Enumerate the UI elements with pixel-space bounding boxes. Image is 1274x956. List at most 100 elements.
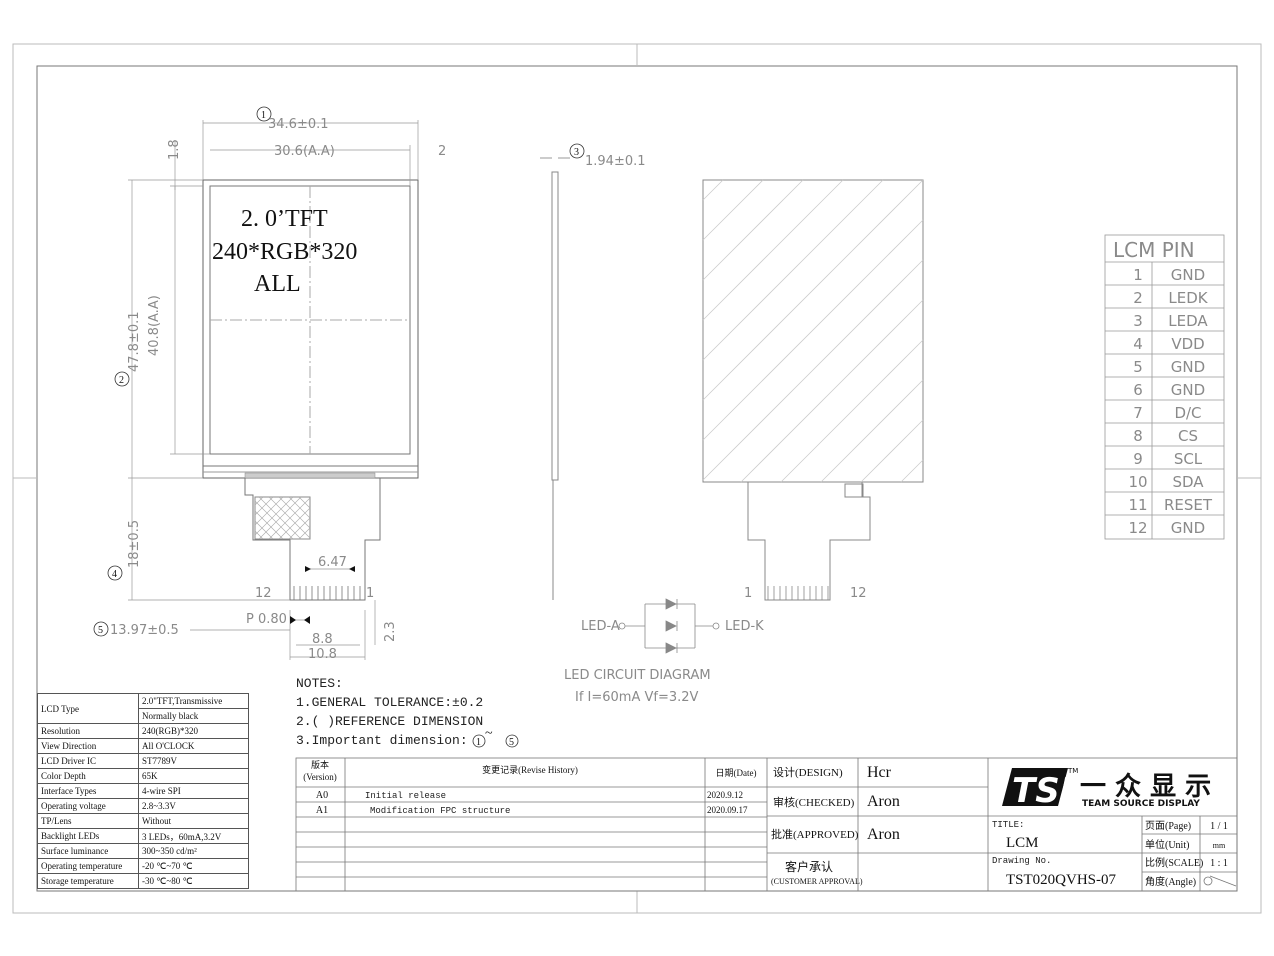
marker-2-label: 2 [119, 375, 124, 386]
pin-table-grid [1104, 234, 1225, 540]
pin-no: 11 [1128, 496, 1147, 514]
pin-name: VDD [1171, 335, 1204, 353]
back-outline [702, 179, 924, 483]
panel-size-label: 2. 0’TFT [241, 206, 328, 232]
drawing-no-value: TST020QVHS-07 [1006, 872, 1117, 888]
rev-row-date: 2020.09.17 [707, 805, 748, 815]
front-dim-lines [128, 120, 419, 660]
fpc-fingers [293, 586, 361, 600]
notes-mark-b: 5 [509, 737, 514, 748]
rev-row-ver: A0 [316, 790, 328, 801]
approved-name: Aron [867, 826, 900, 843]
pin-name: D/C [1174, 404, 1201, 422]
dim-aa-height: 40.8(A.A) [147, 295, 162, 356]
marker-1-label: 1 [261, 110, 266, 121]
spec-key: Resolution [37, 723, 139, 739]
dim-6-47: 6.47 [318, 555, 347, 570]
scale-value: 1 : 1 [1210, 858, 1228, 869]
marker-3-label: 3 [574, 147, 579, 158]
side-profile [551, 171, 559, 481]
notes-line-1: 1.GENERAL TOLERANCE:±0.2 [296, 695, 483, 710]
back-fpc [747, 482, 871, 601]
dim-2-3: 2.3 [383, 621, 398, 642]
pin-name: LEDA [1168, 312, 1208, 330]
drawing-no-label: Drawing No. [992, 856, 1051, 866]
notes-mark-a: 1 [476, 737, 481, 748]
notes-line-2: 2.( )REFERENCE DIMENSION [296, 714, 483, 729]
spec-key: LCD Driver IC [37, 753, 139, 769]
fpc-stiffener [254, 496, 311, 540]
spec-value: 2.8~3.3V [138, 798, 249, 814]
front-dim-arrows [290, 566, 355, 624]
marker-4-label: 4 [112, 569, 117, 580]
spec-value: -30 ℃~80 ℃ [138, 873, 249, 889]
marker-5-label: 5 [98, 625, 103, 636]
notes-tilde: ~ [485, 726, 493, 741]
back-fpc-tab [844, 483, 864, 498]
spec-key: Surface luminance [37, 843, 139, 859]
spec-value: 300~350 cd/m² [138, 843, 249, 859]
approved-label: 批准(APPROVED) [771, 827, 859, 841]
rev-col-version-cn: 版本 [311, 759, 329, 770]
pin-name: SDA [1172, 473, 1204, 491]
dim-fpc-length: 18±0.5 [127, 520, 142, 568]
back-hatch [702, 179, 924, 483]
back-fpc-fingers [767, 586, 829, 600]
panel-resolution-label: 240*RGB*320 [212, 239, 357, 265]
dim-10-8: 10.8 [308, 647, 337, 662]
pin-no: 6 [1133, 381, 1143, 399]
fpc-crosshatch [254, 496, 311, 540]
dim-width: 34.6±0.1 [268, 117, 329, 132]
back-pin-label-12: 12 [850, 586, 867, 601]
pin-name: GND [1171, 381, 1205, 399]
spec-key: Operating temperature [37, 858, 139, 874]
pin-name: GND [1171, 266, 1205, 284]
pin-no: 5 [1133, 358, 1143, 376]
pin-no: 7 [1133, 404, 1143, 422]
spec-value: Without [138, 813, 249, 829]
pin-label-12: 12 [255, 586, 272, 601]
rev-col-history: 变更记录(Revise History) [482, 764, 578, 775]
notes-title: NOTES: [296, 676, 343, 691]
spec-row: Storage temperature-30 ℃~80 ℃ [37, 873, 249, 889]
spec-value: 3 LEDs，60mA,3.2V [138, 828, 249, 844]
pin-name: LEDK [1168, 289, 1208, 307]
side-view [540, 157, 570, 600]
title-value: LCM [1006, 835, 1039, 851]
rev-col-version-en: (Version) [303, 772, 337, 782]
dim-8-8: 8.8 [312, 632, 333, 647]
customer-label: 客户承认 [785, 859, 833, 874]
marker-circles [93, 106, 585, 637]
pin-no: 3 [1133, 312, 1143, 330]
back-pin-label-1: 1 [744, 586, 752, 601]
logo-mark [1002, 768, 1068, 806]
spec-key: View Direction [37, 738, 139, 754]
dim-total-offset: 13.97±0.5 [110, 623, 179, 638]
led-k-label: LED-K [725, 619, 764, 634]
bonding-strip [244, 472, 376, 479]
spec-value: -20 ℃~70 ℃ [138, 858, 249, 874]
spec-value: Normally black [138, 708, 249, 724]
dim-aa-width: 30.6(A.A) [274, 144, 335, 159]
customer-label-en: (CUSTOMER APPROVAL) [771, 877, 863, 886]
pin-no: 4 [1133, 335, 1143, 353]
design-label: 设计(DESIGN) [773, 766, 843, 779]
spec-key: Storage temperature [37, 873, 139, 889]
svg-text:TSD: TSD [1012, 771, 1088, 811]
pin-no: 8 [1133, 427, 1143, 445]
rev-row-ver: A1 [316, 805, 328, 816]
notes-line-3: 3.Important dimension: [296, 733, 468, 748]
company-logo: TSD TM 一 众 显 示 TEAM SOURCE DISPLAY [1002, 767, 1211, 811]
unit-label: 单位(Unit) [1145, 838, 1189, 851]
svg-text:一 众 显 示: 一 众 显 示 [1080, 772, 1211, 802]
notes-mark-b-circle [505, 734, 519, 748]
spec-value: 2.0"TFT,Transmissive [138, 693, 249, 709]
